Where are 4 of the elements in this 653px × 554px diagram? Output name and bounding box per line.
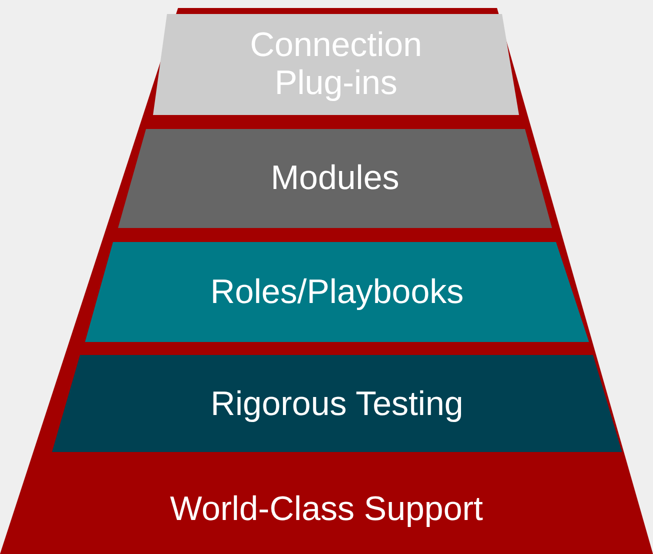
tier-label: Rigorous Testing — [210, 385, 464, 423]
tier-label: Roles/Playbooks — [209, 273, 465, 311]
tier-label: Modules — [270, 159, 400, 197]
tier-label: World-Class Support — [168, 490, 484, 528]
